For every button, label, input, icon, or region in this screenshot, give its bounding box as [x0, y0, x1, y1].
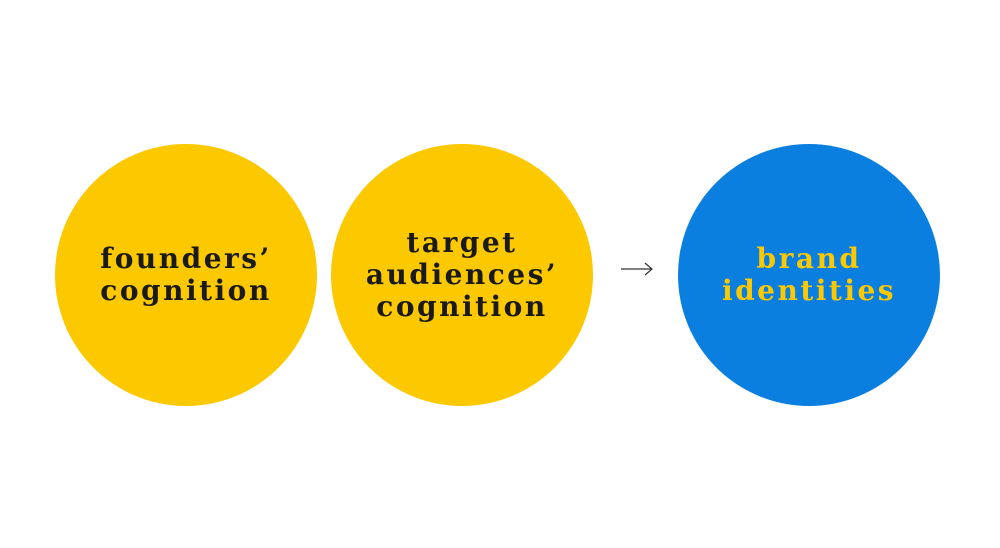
brand-identities-circle: brand identities [678, 144, 940, 406]
founders-cognition-circle: founders’ cognition [55, 144, 317, 406]
arrow-right-icon [621, 262, 653, 276]
label-line: founders’ [100, 242, 272, 275]
brand-identities-label: brand identities [722, 243, 896, 307]
label-line: brand [756, 242, 862, 275]
label-line: cognition [100, 274, 272, 307]
founders-cognition-label: founders’ cognition [100, 243, 272, 307]
target-audiences-cognition-label: target audiences’ cognition [366, 227, 558, 323]
target-audiences-cognition-circle: target audiences’ cognition [331, 144, 593, 406]
label-line: target [406, 226, 518, 259]
label-line: identities [721, 274, 897, 307]
label-line: cognition [376, 290, 548, 323]
label-line: audiences’ [365, 258, 559, 291]
